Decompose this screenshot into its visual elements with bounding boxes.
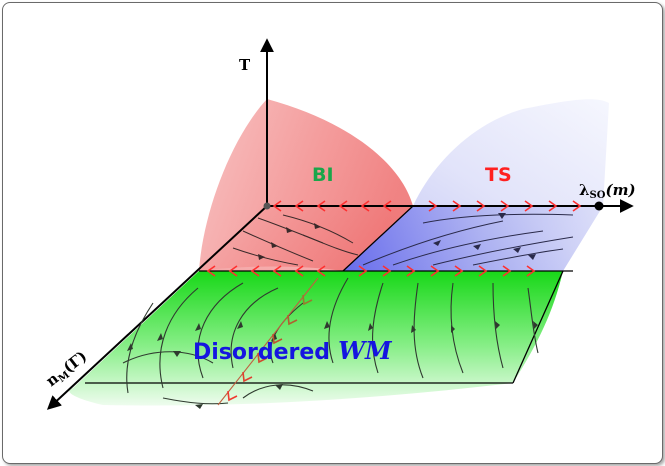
boundary-line: [342, 205, 414, 272]
lambda-fixed-point-icon: [594, 201, 604, 211]
ts-dome-region: [343, 99, 609, 271]
separatrix-arrows: [217, 277, 319, 406]
bi-flow-arrows: [258, 223, 321, 260]
ts-flow-arrows: [433, 213, 536, 260]
bi-label: BI: [312, 164, 334, 186]
ts-flow-lines: [362, 213, 574, 266]
right-edge-line: [512, 270, 564, 384]
lambda-axis-label: λSO(m): [579, 181, 636, 201]
bi-dome-region: [199, 99, 413, 271]
origin-point: [263, 202, 271, 210]
wm-region: [69, 271, 563, 406]
t-axis-label: T: [239, 56, 251, 74]
front-edge-fixed-arrows: [206, 265, 536, 277]
wm-flow-arrows: [127, 321, 538, 409]
ts-label: TS: [485, 164, 512, 186]
n-axis: [46, 205, 268, 410]
back-edge-fixed-arrows: [272, 200, 582, 212]
